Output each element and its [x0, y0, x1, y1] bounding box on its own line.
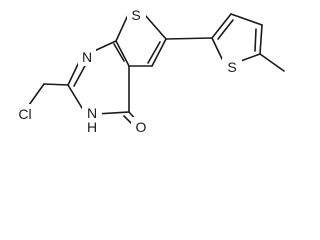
atom-nh-n: N [87, 105, 97, 121]
bond-c3a-c7a-double [113, 43, 125, 62]
atom-o: O [136, 119, 147, 135]
atom-nh-h: H [87, 119, 97, 135]
bond-c5pp-methyl [259, 53, 285, 72]
bond-c3pp-c4pp [230, 13, 263, 26]
bond-c2-c3 [151, 38, 167, 67]
bond-c3-c2pp [165, 37, 213, 40]
molecule-structure: S S N N H O Cl [10, 6, 285, 137]
atom-s-fused: S [131, 7, 140, 23]
atom-cl: Cl [18, 106, 31, 122]
bond-c2pp-c3pp-double [217, 19, 234, 40]
bond-c2p-n3 [67, 84, 83, 109]
bond-n1-c2p-double [73, 63, 87, 87]
structure-drawing: S S N N H O Cl [10, 6, 285, 137]
bond-s1-c2 [144, 14, 167, 40]
atom-labels: S S N N H O Cl [10, 6, 242, 137]
bond-c3a-c7a [115, 40, 130, 67]
bonds [28, 13, 285, 125]
bond-s1-c7a [115, 14, 129, 42]
bond-c2-c3-double [147, 41, 161, 64]
atom-n1: N [82, 49, 92, 65]
bond-c2pp-c3pp [211, 13, 232, 39]
bond-c4pp-c5pp [259, 24, 263, 55]
bond-c2p-ch2 [43, 83, 69, 86]
bond-ch2-cl [28, 83, 45, 106]
bond-c4-o-double [123, 115, 133, 125]
bond-c4pp-c5pp-double [254, 28, 257, 52]
atom-s-methylthiophene: S [227, 59, 236, 75]
